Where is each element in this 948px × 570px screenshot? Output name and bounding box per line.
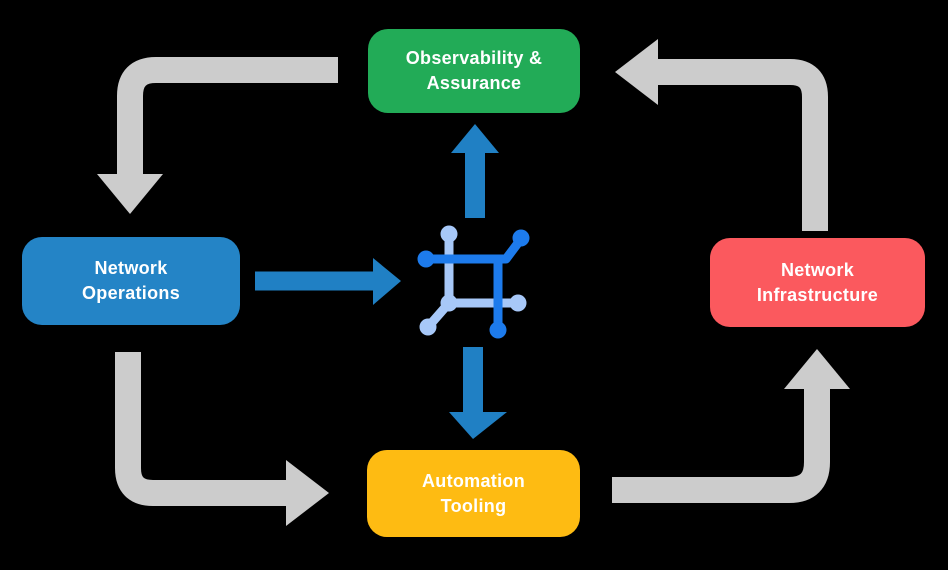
node-network-operations: Network Operations: [22, 237, 240, 325]
network-mesh-icon: [417, 225, 530, 339]
node-label-line: Operations: [81, 283, 181, 303]
node-label-line: Infrastructure: [756, 284, 879, 305]
node-label-line: Automation: [422, 470, 525, 491]
network-mesh-icon-dark-layer: [417, 229, 530, 339]
arrow-center-to-observability: [451, 124, 499, 218]
arrow-infrastructure-to-observability: [615, 39, 828, 231]
node-label-line: Assurance: [426, 73, 522, 93]
arrow-observability-to-operations: [97, 57, 338, 214]
arrow-center-to-automation: [449, 347, 507, 439]
node-automation-tooling: Automation Tooling: [367, 450, 580, 537]
arrow-automation-to-infrastructure: [612, 349, 850, 503]
arrow-operations-to-automation: [115, 352, 329, 526]
node-observability-assurance: Observability & Assurance: [368, 29, 580, 113]
arrow-operations-to-center: [255, 258, 401, 305]
node-label-line: Tooling: [440, 495, 507, 516]
node-label-line: Network: [780, 259, 855, 280]
node-label-line: Network: [94, 258, 168, 278]
node-network-infrastructure: Network Infrastructure: [710, 238, 925, 327]
node-label-line: Observability &: [405, 48, 543, 68]
network-mesh-icon-light-layer: [419, 225, 527, 336]
